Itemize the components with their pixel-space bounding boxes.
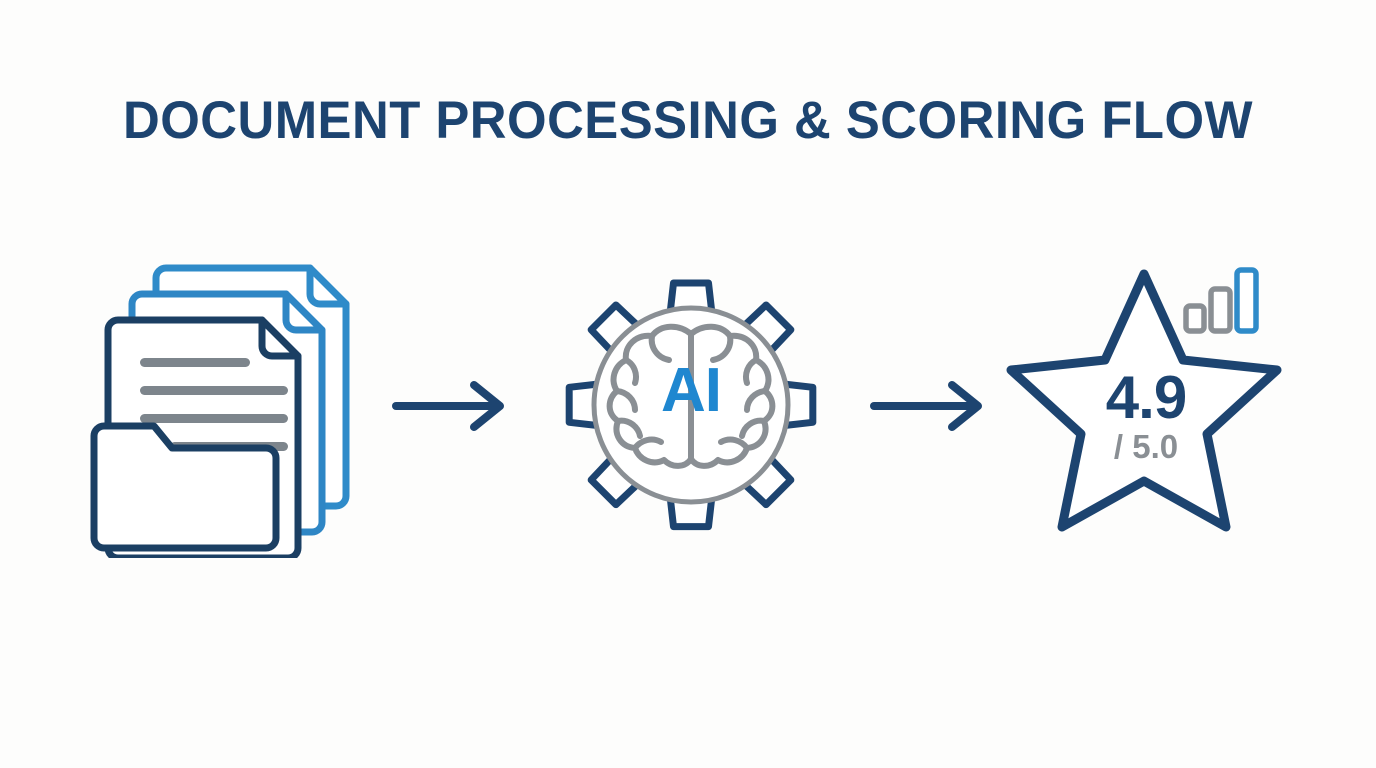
arrow-right-icon — [392, 381, 504, 431]
connector-arrow-2 — [868, 378, 998, 434]
page-title: DOCUMENT PROCESSING & SCORING FLOW — [122, 91, 1254, 150]
flow-step-documents — [88, 248, 378, 558]
folder-icon — [90, 422, 280, 552]
score-max-label: / 5.0 — [1113, 428, 1179, 465]
arrow-right-icon — [870, 381, 982, 431]
star-rating-icon — [1006, 267, 1282, 532]
score-value: 4.9 — [1105, 364, 1187, 431]
flow-step-score: 4.9 / 5.0 — [996, 256, 1296, 556]
ai-label: AI — [661, 356, 722, 425]
documents-stack-icon — [90, 264, 350, 558]
flow-step-ai-processing: AI — [538, 252, 844, 558]
brain-icon — [606, 323, 776, 469]
connector-arrow-1 — [390, 378, 520, 434]
star-outline — [1006, 269, 1282, 532]
bar-chart-icon — [1183, 267, 1259, 334]
gear-brain-ai-icon — [565, 279, 817, 531]
